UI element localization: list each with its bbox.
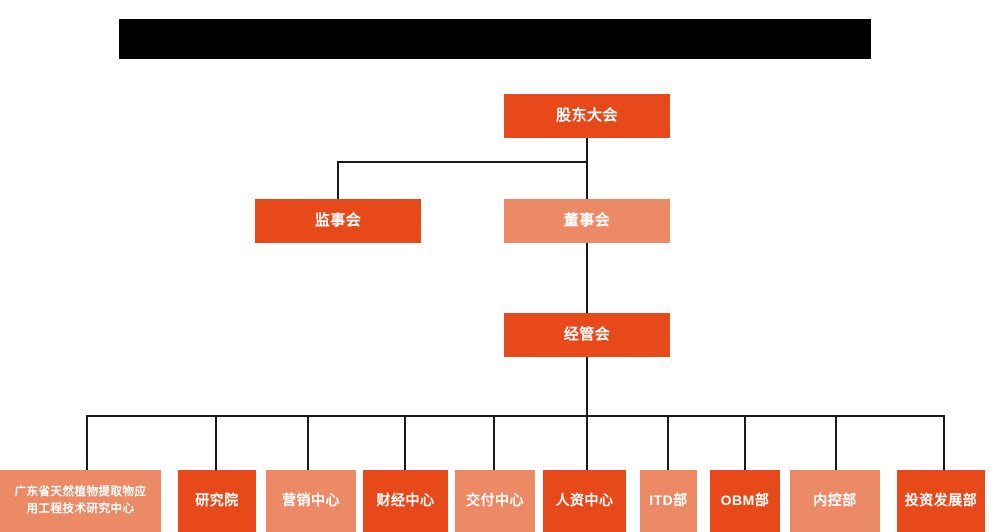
connector-drop-leaf-0 [86,415,88,470]
node-board-of-supervisors[interactable]: 监事会 [255,199,421,243]
node-department-finance-center[interactable]: 财经中心 [363,470,448,532]
node-label: 广东省天然植物提取物应 用工程技术研究中心 [14,486,147,515]
node-label: 董事会 [563,211,611,229]
node-label: 监事会 [314,211,362,229]
node-label: 交付中心 [466,492,524,509]
node-shareholders-meeting[interactable]: 股东大会 [504,94,670,138]
node-department-research-center[interactable]: 广东省天然植物提取物应 用工程技术研究中心 [0,470,161,532]
connector-shareholders-down [586,138,588,199]
connector-drop-leaf-8 [835,415,837,470]
connector-drop-leaf-4 [493,415,495,470]
node-board-of-directors[interactable]: 董事会 [504,199,670,243]
connector-drop-leaf-1 [215,415,217,470]
node-department-internal-control[interactable]: 内控部 [790,470,880,532]
node-department-investment-development[interactable]: 投资发展部 [897,470,985,532]
node-label: OBM部 [720,492,770,509]
node-label: ITD部 [649,492,688,509]
connector-drop-leaf-5 [586,415,588,470]
node-department-research-institute[interactable]: 研究院 [178,470,256,532]
node-label: 研究院 [195,492,239,509]
connector-drop-leaf-3 [404,415,406,470]
connector-department-bus [86,415,945,417]
node-label: 投资发展部 [904,492,978,509]
redacted-title-bar [119,19,871,59]
node-department-hr-center[interactable]: 人资中心 [543,470,626,532]
connector-directors-to-management [586,243,588,313]
node-department-delivery-center[interactable]: 交付中心 [455,470,535,532]
connector-management-to-bus [586,357,588,417]
node-label: 营销中心 [282,492,340,509]
node-label: 经管会 [563,325,611,343]
node-management-committee[interactable]: 经管会 [504,313,670,357]
node-label: 股东大会 [555,106,618,124]
node-department-obm[interactable]: OBM部 [710,470,780,532]
node-department-itd[interactable]: ITD部 [640,470,697,532]
connector-drop-leaf-6 [667,415,669,470]
connector-supervisors-drop [337,161,339,199]
connector-drop-leaf-2 [307,415,309,470]
connector-drop-leaf-7 [744,415,746,470]
node-label: 内控部 [813,492,857,509]
node-label: 财经中心 [376,492,435,509]
node-label: 人资中心 [555,492,614,509]
node-department-marketing-center[interactable]: 营销中心 [266,470,356,532]
connector-drop-leaf-9 [943,415,945,470]
connector-tier2-horizontal-bus [337,161,588,163]
